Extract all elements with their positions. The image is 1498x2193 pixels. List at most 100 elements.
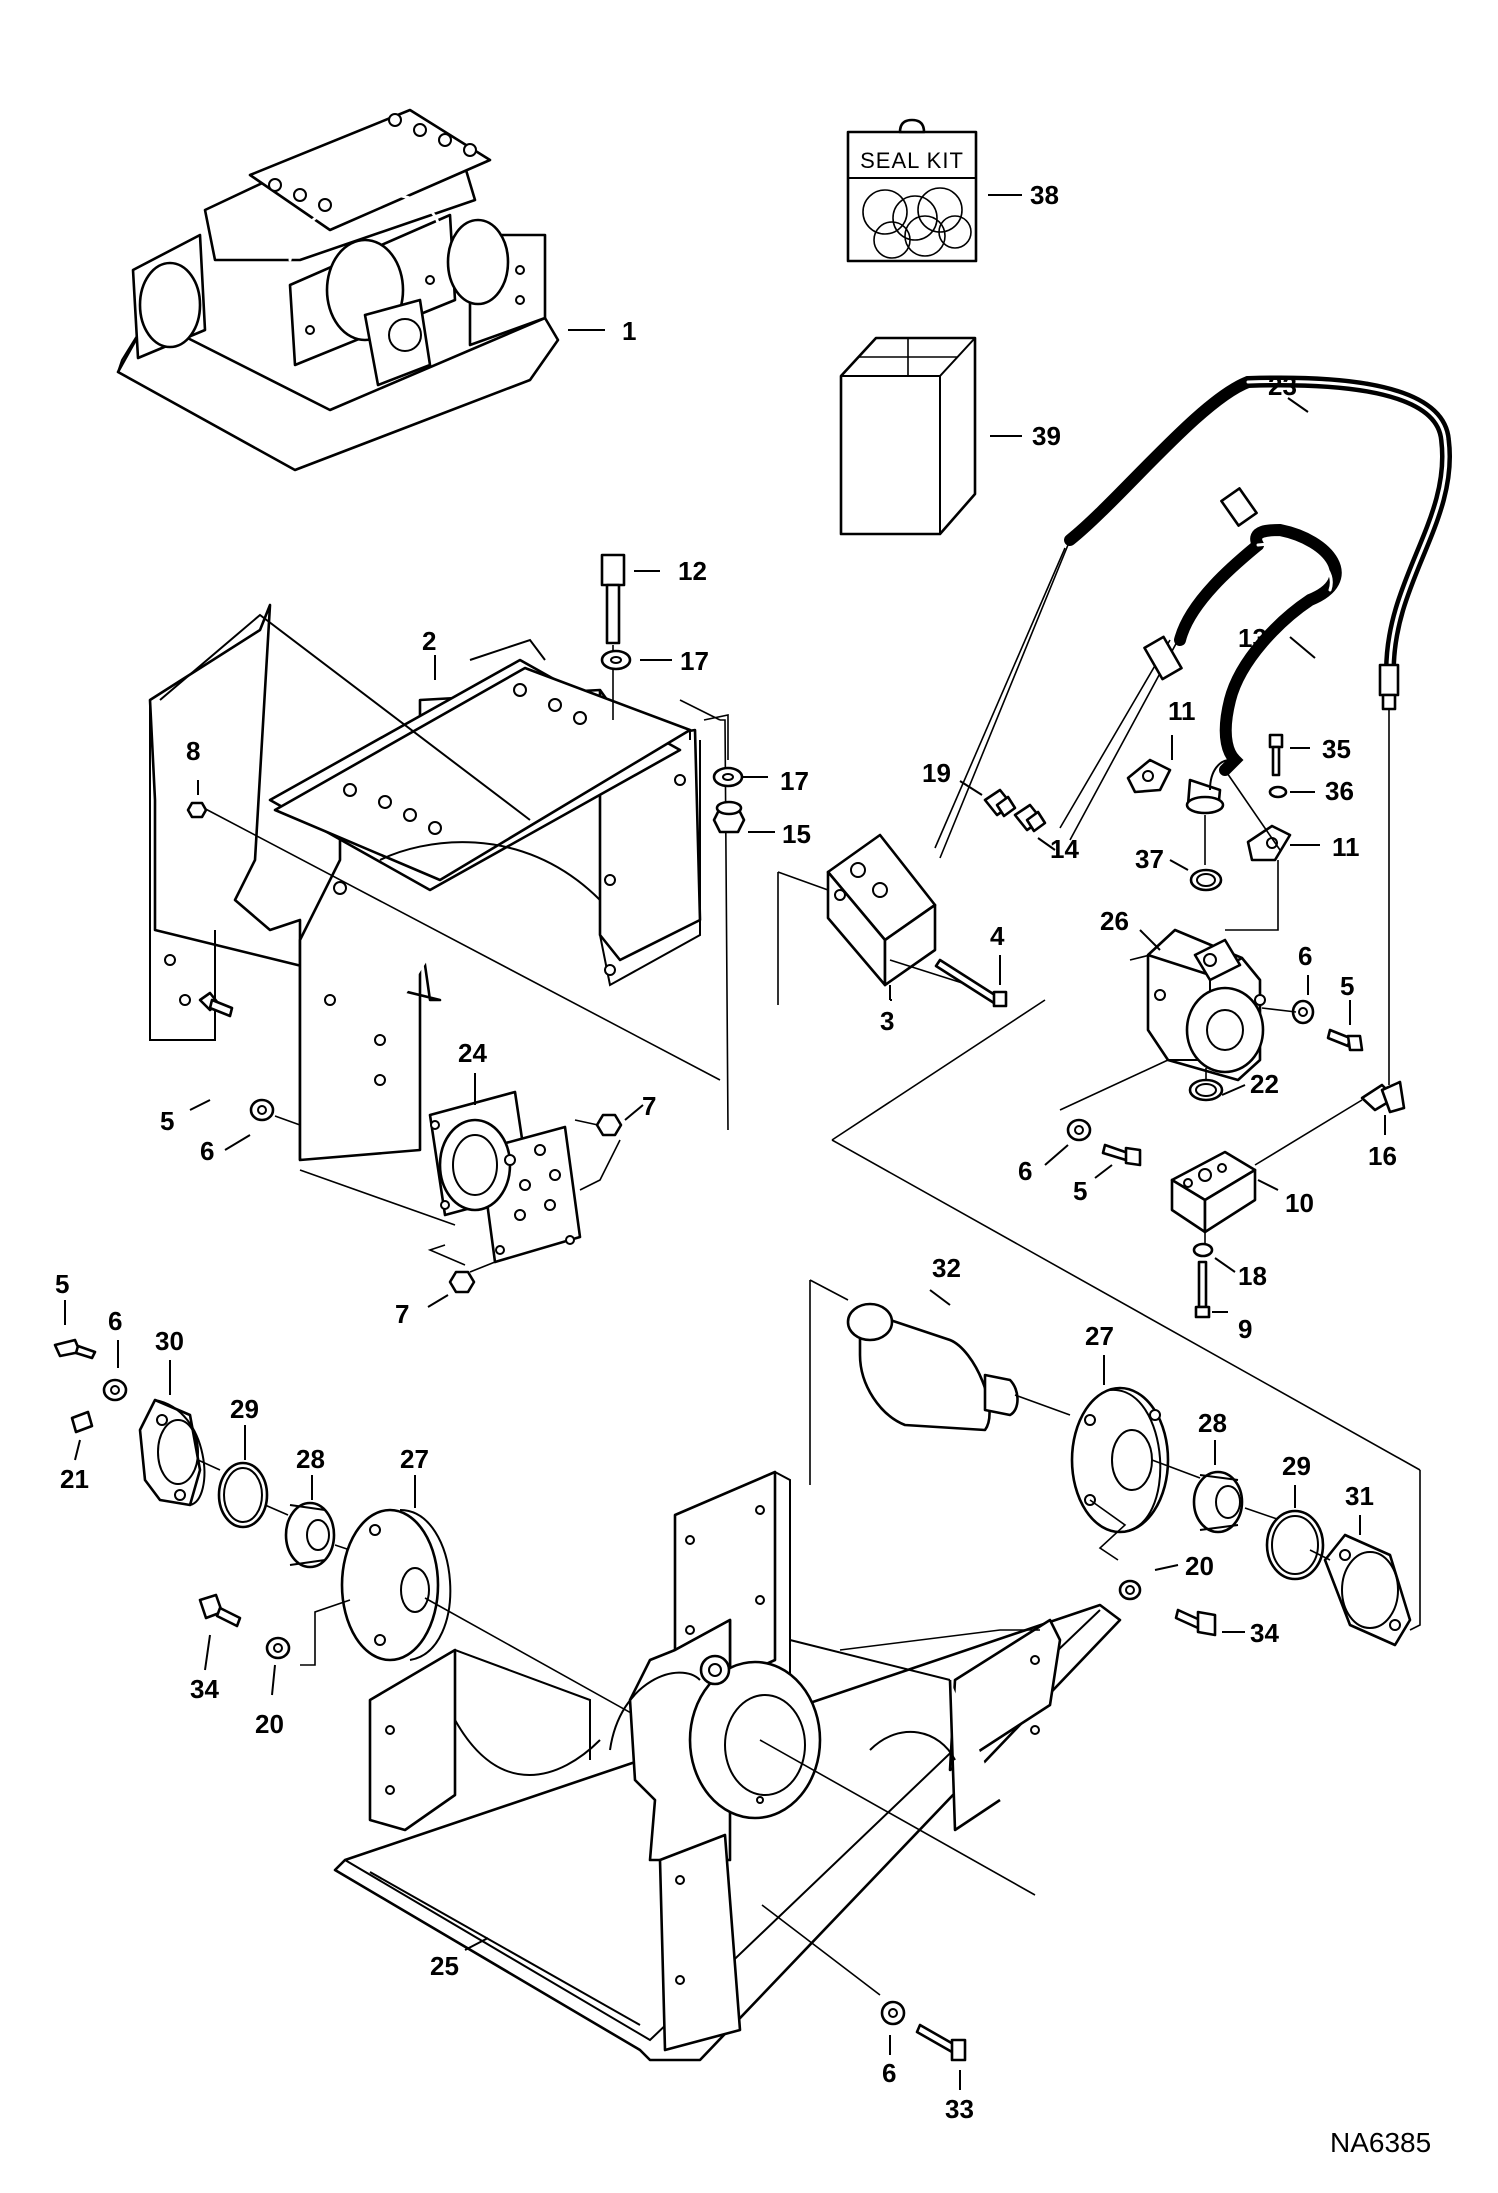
callout-15: 15 <box>782 819 811 849</box>
callout-25: 25 <box>430 1951 459 1981</box>
callout-5-left: 5 <box>55 1269 69 1299</box>
nut-8 <box>186 801 208 819</box>
washer-20-left <box>265 1636 291 1660</box>
callout-6-frame: 6 <box>200 1136 214 1166</box>
callout-30: 30 <box>155 1326 184 1356</box>
callout-20-left: 20 <box>255 1709 284 1739</box>
bolt-9 <box>1194 1260 1211 1319</box>
washer-6-frame <box>249 1098 275 1122</box>
callout-29-left: 29 <box>230 1394 259 1424</box>
callout-13: 13 <box>1238 623 1267 653</box>
callout-34-left: 34 <box>190 1674 219 1704</box>
hose-13 <box>1174 523 1342 776</box>
washer-17-side <box>712 766 744 788</box>
bolt-5-motor-right <box>1326 1028 1364 1052</box>
washer-6-motor-left <box>1066 1118 1092 1142</box>
washer-18 <box>1192 1242 1214 1258</box>
seal-kit-label: SEAL KIT <box>860 148 964 173</box>
callout-28-right: 28 <box>1198 1408 1227 1438</box>
retaining-ring-29-left <box>217 1461 269 1529</box>
callout-9: 9 <box>1238 1314 1252 1344</box>
washer-20-right <box>1118 1579 1142 1601</box>
bolt-33 <box>915 2023 967 2062</box>
callout-27-right: 27 <box>1085 1321 1114 1351</box>
callout-6-left: 6 <box>108 1306 122 1336</box>
fitting-19 <box>983 788 1017 818</box>
bolt-35 <box>1268 733 1284 777</box>
callout-18: 18 <box>1238 1261 1267 1291</box>
callout-31: 31 <box>1345 1481 1374 1511</box>
callout-23: 23 <box>1268 371 1297 401</box>
grease-fitting-21 <box>70 1410 94 1434</box>
bolt-5-frame <box>198 991 234 1018</box>
drawing-number: NA6385 <box>1330 2127 1431 2158</box>
callout-7-lower: 7 <box>395 1299 409 1329</box>
callout-4: 4 <box>990 921 1005 951</box>
nut-7-upper <box>595 1113 623 1137</box>
bolt-34-right <box>1174 1608 1217 1637</box>
bearing-housing-27-left <box>340 1508 452 1662</box>
washer-17-top <box>600 649 632 671</box>
o-ring-22 <box>1188 1078 1224 1102</box>
callout-1: 1 <box>622 316 636 346</box>
bolt-5-left <box>53 1338 97 1360</box>
fitting-16 <box>1360 1080 1406 1114</box>
callout-5-motor-left: 5 <box>1073 1176 1087 1206</box>
callout-38: 38 <box>1030 180 1059 210</box>
callout-14: 14 <box>1050 834 1079 864</box>
fitting-14 <box>1013 803 1047 833</box>
callout-6-motor-left: 6 <box>1018 1156 1032 1186</box>
callout-35: 35 <box>1322 734 1351 764</box>
washer-36 <box>1268 785 1288 799</box>
callout-22: 22 <box>1250 1069 1279 1099</box>
callout-33: 33 <box>945 2094 974 2124</box>
callout-11-upper: 11 <box>1168 696 1196 726</box>
bolt-12 <box>600 553 626 645</box>
callout-34-right: 34 <box>1250 1618 1279 1648</box>
o-ring-37 <box>1189 868 1223 892</box>
flange-clamp-11-upper <box>1126 758 1172 794</box>
bearing-28-right <box>1192 1470 1244 1534</box>
flange-clamp-11-lower <box>1246 824 1292 862</box>
callout-19: 19 <box>922 758 951 788</box>
callout-3: 3 <box>880 1006 894 1036</box>
callout-29-right: 29 <box>1282 1451 1311 1481</box>
callout-26: 26 <box>1100 906 1129 936</box>
parts-box-illustration <box>839 336 977 536</box>
nut-7-lower <box>448 1270 476 1294</box>
callout-6-bottom: 6 <box>882 2058 896 2088</box>
callout-39: 39 <box>1032 421 1061 451</box>
callout-7-upper: 7 <box>642 1091 656 1121</box>
upper-frame-illustration <box>148 603 702 1162</box>
callout-28-left: 28 <box>296 1444 325 1474</box>
bearing-28-left <box>284 1501 336 1569</box>
callout-labels: 38 1 23 39 12 13 2 17 8 11 35 19 17 36 1… <box>55 180 1397 2124</box>
callout-8: 8 <box>186 736 200 766</box>
callout-5-frame: 5 <box>160 1106 174 1136</box>
washer-6-left <box>102 1378 128 1402</box>
callout-32: 32 <box>932 1253 961 1283</box>
callout-17-side: 17 <box>780 766 809 796</box>
complete-assembly-illustration <box>116 108 560 472</box>
callout-16: 16 <box>1368 1141 1397 1171</box>
motor-bracket-3 <box>826 833 937 987</box>
callout-11-lower: 11 <box>1332 832 1360 862</box>
pipe-flange <box>1185 759 1231 815</box>
callout-10: 10 <box>1285 1188 1314 1218</box>
bolt-34-left <box>198 1593 242 1628</box>
callout-36: 36 <box>1325 776 1354 806</box>
hose-23 <box>1064 375 1453 676</box>
isolator-24 <box>428 1090 582 1264</box>
washer-6-bottom <box>880 2000 906 2026</box>
callout-17-top: 17 <box>680 646 709 676</box>
callout-20-right: 20 <box>1185 1551 1214 1581</box>
callout-21: 21 <box>60 1464 89 1494</box>
bearing-cap-31 <box>1323 1533 1412 1647</box>
bolt-5-motor-left <box>1101 1143 1142 1167</box>
callout-2: 2 <box>422 626 436 656</box>
eccentric-shaft-32 <box>846 1302 1019 1432</box>
nut-15 <box>712 800 746 834</box>
seal-kit-illustration: SEAL KIT <box>846 118 978 263</box>
manifold-10 <box>1170 1150 1257 1234</box>
